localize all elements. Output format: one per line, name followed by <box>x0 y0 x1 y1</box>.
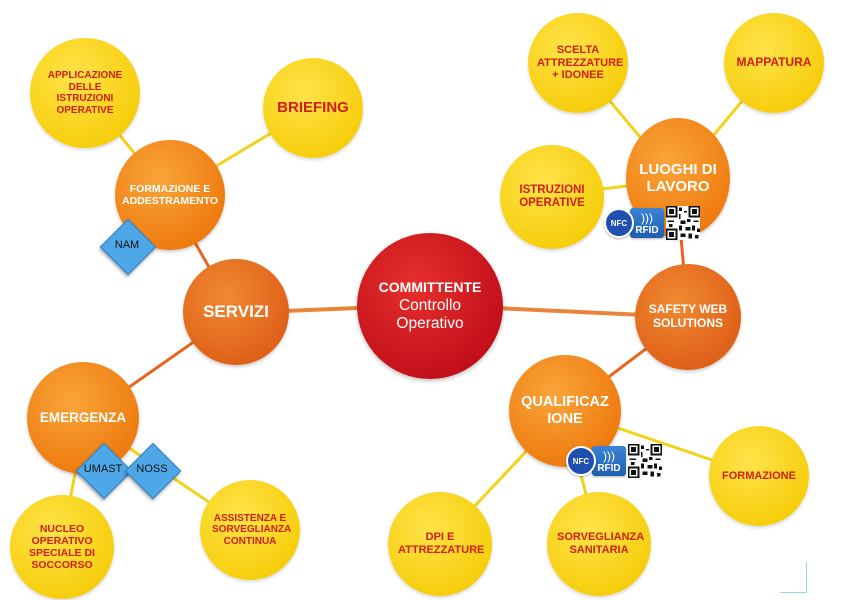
node-committente-title: COMMITTENTE <box>378 279 482 296</box>
node-qualificazione-line1: QUALIFICAZ <box>521 394 609 411</box>
nfc-icon: NFC <box>566 446 596 476</box>
node-applicazione-label: APPLICAZIONE DELLE ISTRUZIONI OPERATIVE <box>47 70 123 116</box>
tag-umast-label: UMAST <box>83 463 123 475</box>
node-formazione-addestramento-label: FORMAZIONE E ADDESTRAMENTO <box>122 182 219 207</box>
node-servizi: SERVIZI <box>183 259 289 365</box>
node-scelta: SCELTA ATTREZZATURE + IDONEE <box>528 13 628 113</box>
rfid-icon: ))) RFID <box>630 208 664 238</box>
node-committente: COMMITTENTE Controllo Operativo <box>357 233 503 379</box>
node-committente-text: COMMITTENTE Controllo Operativo <box>379 279 482 333</box>
node-formazione-label: FORMAZIONE <box>722 469 796 482</box>
node-qualificazione-text: QUALIFICAZ IONE <box>521 394 609 427</box>
node-sorveglianza-label: SORVEGLIANZA SANITARIA <box>557 531 645 556</box>
node-luoghi-label: LUOGHI DI LAVORO <box>639 160 717 195</box>
node-dpi: DPI E ATTREZZATURE <box>388 492 492 596</box>
node-assistenza: ASSISTENZA E SORVEGLIANZA CONTINUA <box>200 480 300 580</box>
node-safety: SAFETY WEB SOLUTIONS <box>635 264 741 370</box>
rfid-label: RFID <box>635 225 659 236</box>
node-emergenza: EMERGENZA <box>27 362 139 474</box>
node-servizi-label: SERVIZI <box>203 302 269 322</box>
node-dpi-label: DPI E ATTREZZATURE <box>398 531 485 556</box>
tag-noss-label: NOSS <box>136 463 168 475</box>
corner-mark <box>780 562 807 593</box>
node-istruzioni-label: ISTRUZIONI OPERATIVE <box>519 183 585 209</box>
qr-code-icon <box>628 444 662 478</box>
badge-luoghi: NFC ))) RFID <box>604 206 700 240</box>
node-emergenza-label: EMERGENZA <box>39 410 127 426</box>
node-committente-line1: Controllo <box>398 297 462 315</box>
node-assistenza-label: ASSISTENZA E SORVEGLIANZA CONTINUA <box>212 512 292 547</box>
node-nucleo: NUCLEO OPERATIVO SPECIALE DI SOCCORSO <box>10 495 114 599</box>
node-formazione: FORMAZIONE <box>709 426 809 526</box>
node-nucleo-label: NUCLEO OPERATIVO SPECIALE DI SOCCORSO <box>29 522 95 572</box>
nfc-icon: NFC <box>604 208 634 238</box>
node-briefing: BRIEFING <box>263 58 363 158</box>
node-qualificazione-line2: IONE <box>547 411 583 427</box>
node-mappatura: MAPPATURA <box>724 13 824 113</box>
badge-qualificazione: NFC ))) RFID <box>566 444 662 478</box>
node-briefing-label: BRIEFING <box>277 99 349 117</box>
node-scelta-label: SCELTA ATTREZZATURE + IDONEE <box>537 44 624 82</box>
node-mappatura-label: MAPPATURA <box>736 55 812 70</box>
node-committente-line2: Operativo <box>396 315 464 333</box>
tag-nam-label: NAM <box>114 239 140 251</box>
node-sorveglianza: SORVEGLIANZA SANITARIA <box>547 492 651 596</box>
qr-code-icon <box>666 206 700 240</box>
rfid-icon: ))) RFID <box>592 446 626 476</box>
node-applicazione-istruzioni: APPLICAZIONE DELLE ISTRUZIONI OPERATIVE <box>30 38 140 148</box>
node-safety-label: SAFETY WEB SOLUTIONS <box>648 302 728 330</box>
rfid-label: RFID <box>597 463 621 474</box>
node-istruzioni: ISTRUZIONI OPERATIVE <box>500 145 604 249</box>
